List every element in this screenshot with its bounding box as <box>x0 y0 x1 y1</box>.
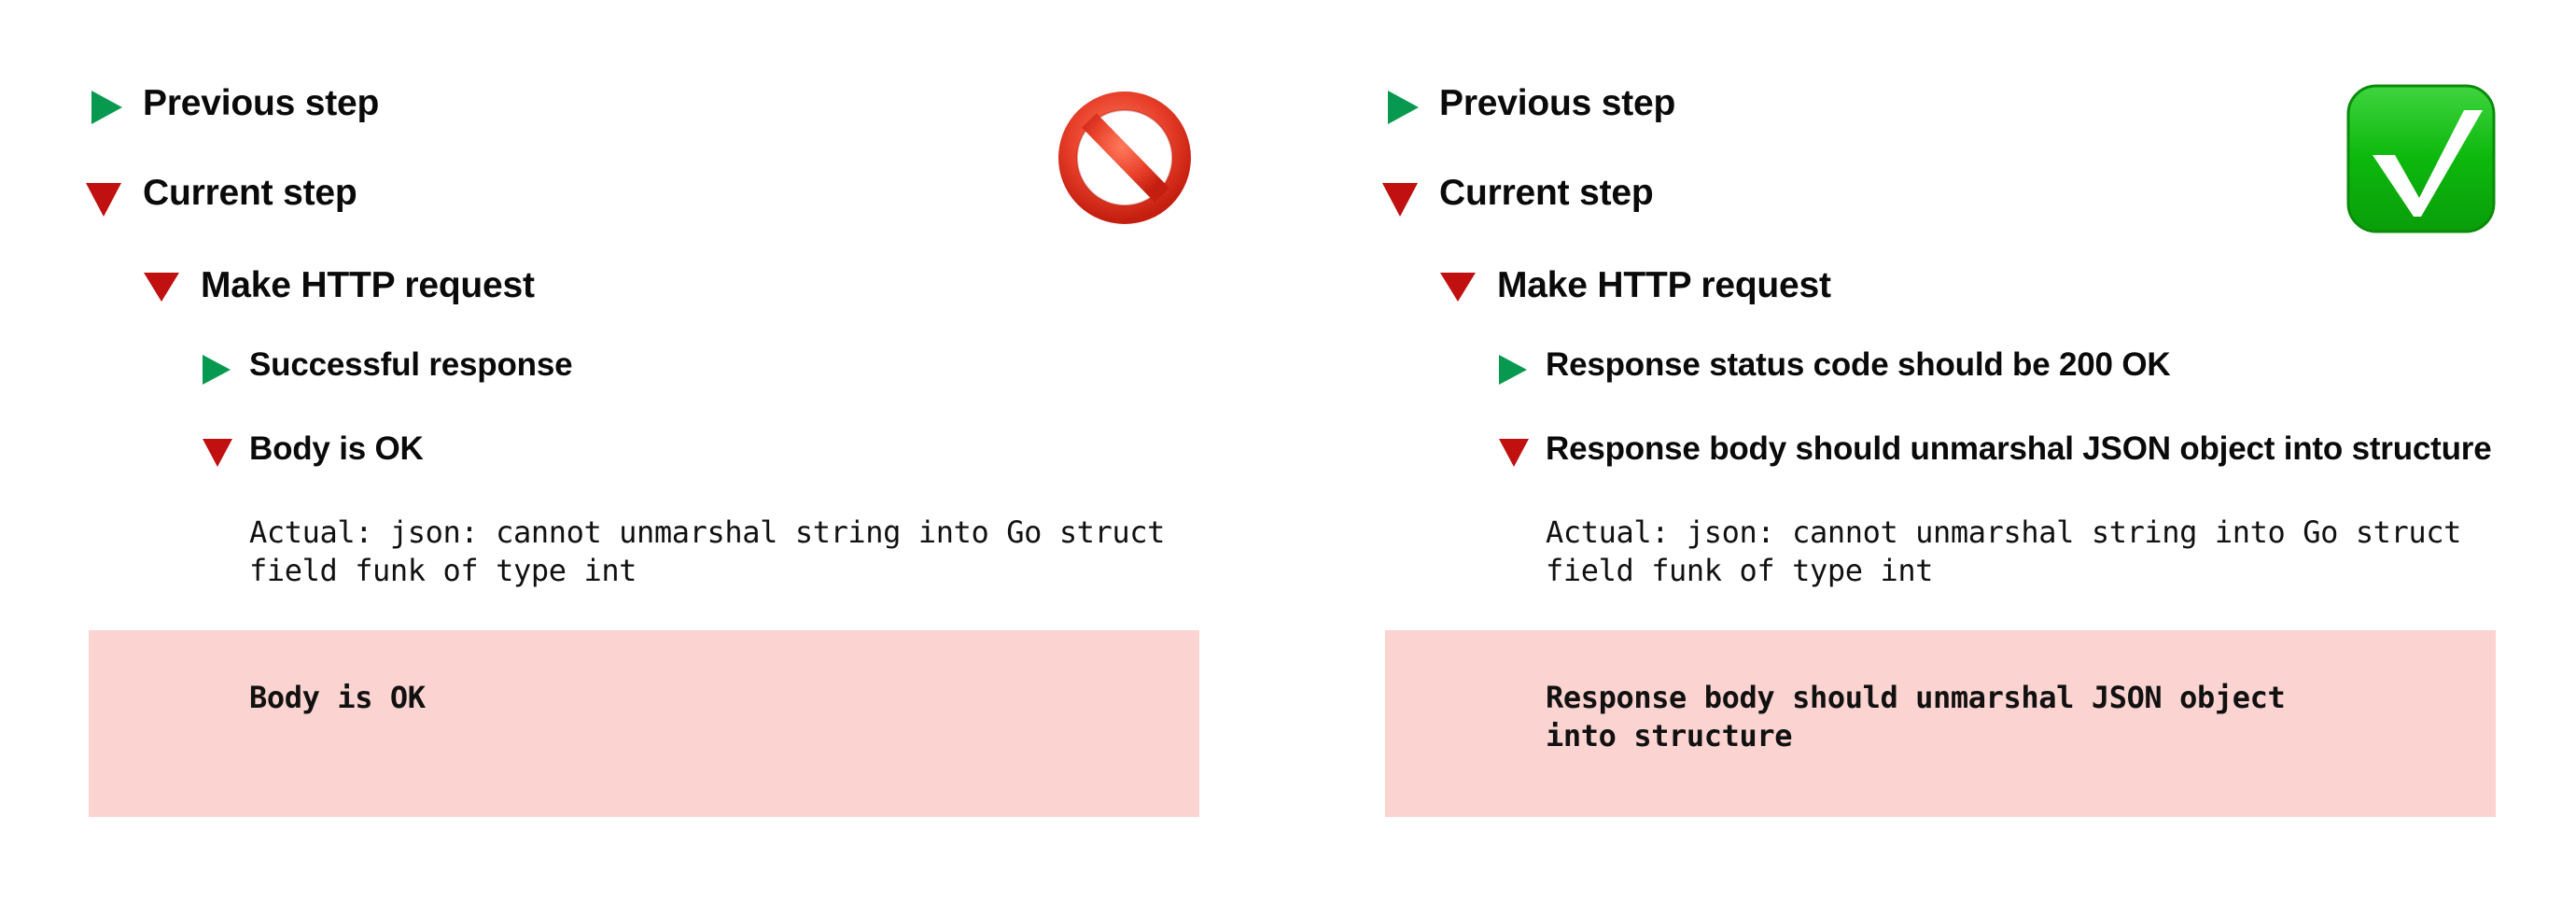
actual-error-text: Actual: json: cannot unmarshal string in… <box>1546 514 2479 588</box>
step-label: Previous step <box>1439 83 1676 123</box>
failure-message: Response body should unmarshal JSON obje… <box>1546 680 2303 753</box>
collapsed-pass-triangle-icon[interactable] <box>1499 355 1527 385</box>
expanded-fail-triangle-icon[interactable] <box>1499 439 1529 467</box>
step-label: Previous step <box>143 83 380 123</box>
check-mark-icon <box>2346 84 2496 233</box>
prohibited-icon <box>1058 92 1191 224</box>
expanded-fail-triangle-icon[interactable] <box>144 273 179 302</box>
failure-message: Body is OK <box>249 680 426 715</box>
check-label: Response status code should be 200 OK <box>1546 346 2171 383</box>
step-label: Make HTTP request <box>201 265 535 305</box>
collapsed-pass-triangle-icon[interactable] <box>1388 91 1419 124</box>
expanded-fail-triangle-icon[interactable] <box>86 183 121 217</box>
check-label: Response body should unmarshal JSON obje… <box>1546 430 2492 467</box>
panel-good-example: Previous step Current step Make HTTP req… <box>1296 0 2528 901</box>
expanded-fail-triangle-icon[interactable] <box>203 439 232 467</box>
panel-bad-example: Previous step Current step Make HTTP req… <box>0 0 1232 901</box>
actual-error-text: Actual: json: cannot unmarshal string in… <box>249 514 1183 588</box>
step-label: Make HTTP request <box>1497 265 1831 305</box>
step-label: Current step <box>1439 173 1654 213</box>
step-label: Current step <box>143 173 357 213</box>
collapsed-pass-triangle-icon[interactable] <box>203 355 231 385</box>
check-label: Body is OK <box>249 430 424 467</box>
failure-message-box: Body is OK <box>89 630 1199 817</box>
failure-message-box: Response body should unmarshal JSON obje… <box>1385 630 2496 817</box>
check-label: Successful response <box>249 346 573 383</box>
expanded-fail-triangle-icon[interactable] <box>1440 273 1476 302</box>
expanded-fail-triangle-icon[interactable] <box>1382 183 1418 217</box>
collapsed-pass-triangle-icon[interactable] <box>91 91 122 124</box>
